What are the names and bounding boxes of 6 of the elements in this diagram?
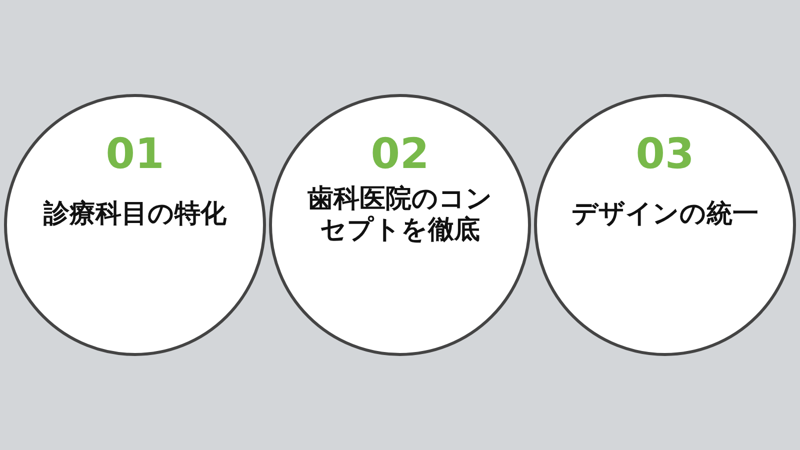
step-number: 03 bbox=[636, 131, 694, 178]
step-number: 02 bbox=[370, 131, 430, 178]
step-title: デザインの統一 bbox=[572, 199, 758, 231]
step-number: 01 bbox=[106, 131, 164, 178]
step-title: 診療科目の特化 bbox=[44, 199, 226, 231]
step-title: 歯科医院のコンセプトを徹底 bbox=[306, 184, 494, 246]
